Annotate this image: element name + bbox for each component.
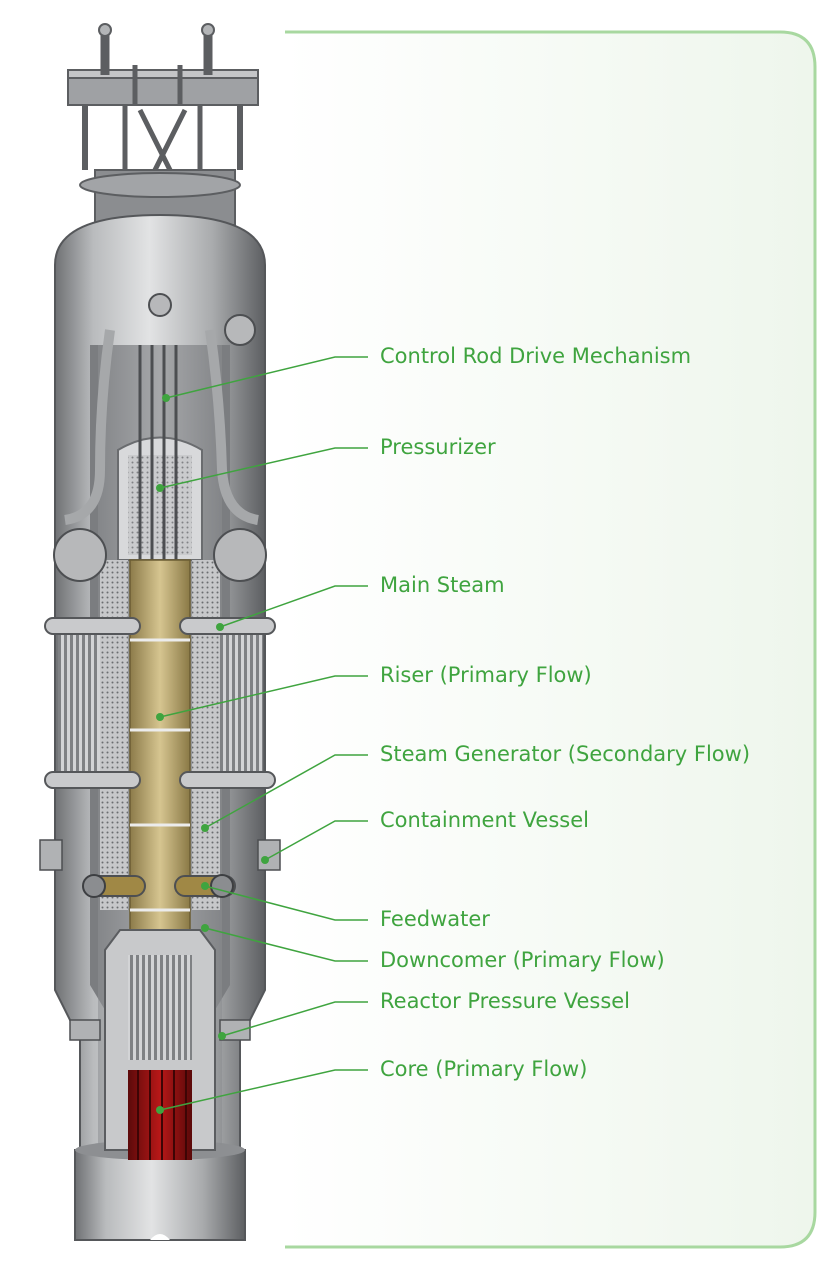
label-pressurizer: Pressurizer [380, 435, 496, 459]
leader-dot-core [156, 1106, 164, 1114]
label-core: Core (Primary Flow) [380, 1057, 587, 1081]
leader-dot-pressurizer [156, 484, 164, 492]
label-feedwater: Feedwater [380, 907, 490, 931]
leader-dot-main-steam [216, 623, 224, 631]
label-main-steam: Main Steam [380, 573, 505, 597]
reactor-illustration [40, 24, 280, 1240]
leader-dot-riser [156, 713, 164, 721]
label-reactor-pressure-vessel: Reactor Pressure Vessel [380, 989, 630, 1013]
leader-dot-steam-generator [201, 824, 209, 832]
label-steam-generator: Steam Generator (Secondary Flow) [380, 742, 750, 766]
leader-dot-control-rod-drive-mechanism [162, 394, 170, 402]
label-control-rod-drive-mechanism: Control Rod Drive Mechanism [380, 344, 691, 368]
bottom-skirt [75, 1150, 245, 1240]
leader-dot-reactor-pressure-vessel [218, 1032, 226, 1040]
riser-column [130, 560, 190, 930]
label-riser: Riser (Primary Flow) [380, 663, 592, 687]
leader-dot-downcomer [201, 924, 209, 932]
label-containment-vessel: Containment Vessel [380, 808, 589, 832]
leader-dot-containment-vessel [261, 856, 269, 864]
leader-dot-feedwater [201, 882, 209, 890]
top-platform [68, 24, 258, 225]
fuel-assemblies [128, 955, 192, 1060]
label-downcomer: Downcomer (Primary Flow) [380, 948, 665, 972]
